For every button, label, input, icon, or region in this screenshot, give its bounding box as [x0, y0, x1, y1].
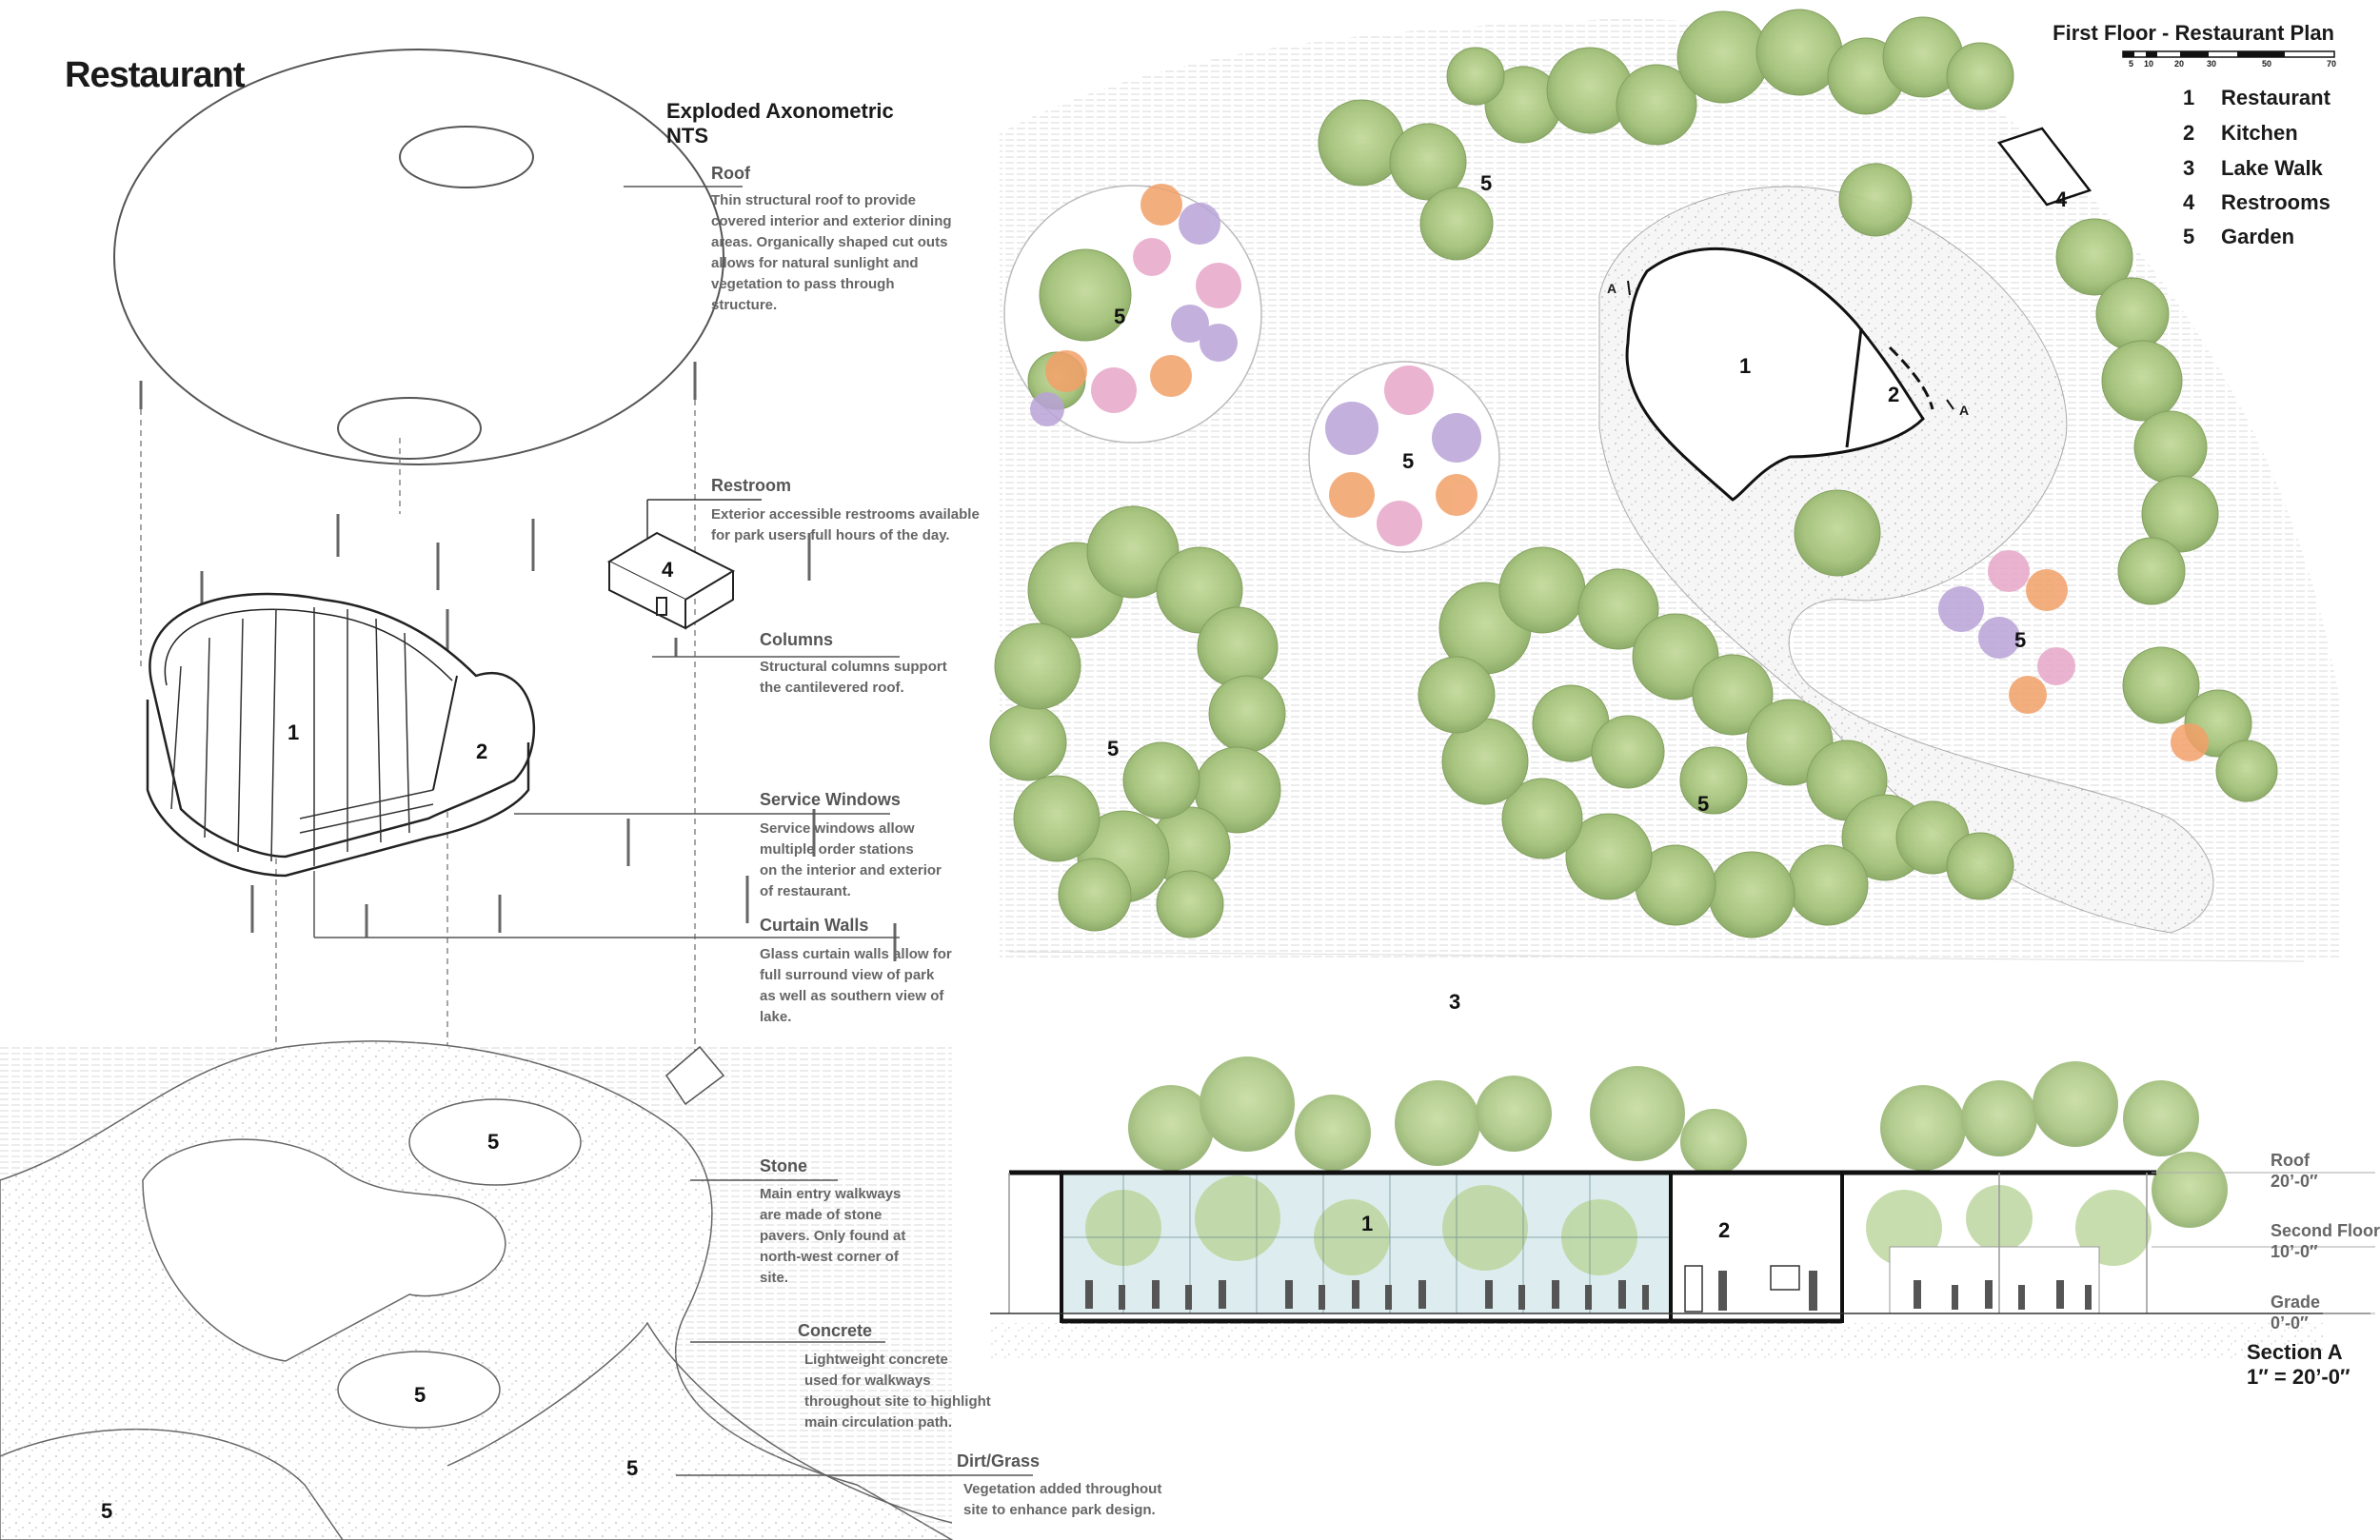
legend-label: Restaurant — [2221, 86, 2330, 109]
legend-num: 4 — [2183, 190, 2195, 214]
note-service-windows-title: Service Windows — [760, 790, 901, 809]
axonometric-subtitle: NTS — [666, 124, 708, 148]
level-second-floor: Second Floor 10’-0″ — [2271, 1220, 2380, 1262]
axo-label-kitchen: 2 — [476, 740, 488, 763]
level-elevation: 10’-0″ — [2271, 1242, 2318, 1261]
legend-item-restrooms: 4 Restrooms — [2183, 190, 2330, 215]
axo-label-restaurant: 1 — [288, 721, 300, 744]
section-title-block: Section A 1″ = 20’-0″ — [2247, 1340, 2350, 1390]
plan-trees — [989, 9, 2278, 938]
note-roof-body: Thin structural roof to provide covered … — [711, 192, 952, 313]
legend-item-kitchen: 2 Kitchen — [2183, 121, 2298, 146]
note-curtain-walls-body: Glass curtain walls allow for full surro… — [760, 946, 952, 1025]
restroom-building — [606, 531, 736, 630]
restroom-leader — [646, 499, 762, 538]
plan-label-garden-1: 5 — [1480, 171, 1493, 195]
legend-label: Restrooms — [2221, 190, 2330, 214]
scale-tick: 30 — [2207, 59, 2217, 69]
curtain-wall-mullions — [170, 607, 434, 866]
plan-label-garden-5: 5 — [1107, 737, 1120, 760]
section-title: Section A — [2247, 1340, 2343, 1364]
scale-tick: 5 — [2129, 59, 2134, 69]
plan-label-garden-4: 5 — [2014, 628, 2027, 652]
plan-label-restaurant: 1 — [1739, 354, 1752, 378]
plan-label-garden-3: 5 — [1402, 449, 1415, 473]
legend-label: Lake Walk — [2221, 156, 2323, 180]
legend-label: Kitchen — [2221, 121, 2298, 145]
section-cut-marker-left: A — [1607, 281, 1617, 296]
scale-bar-ticks: 5 10 20 30 50 70 — [2129, 59, 2348, 72]
level-roof: Roof 20’-0″ — [2271, 1150, 2318, 1192]
plan-flowers — [1030, 184, 2209, 761]
note-restroom-body: Exterior accessible restrooms available … — [711, 506, 980, 543]
level-elevation: 20’-0″ — [2271, 1172, 2318, 1191]
axo-label-garden-2: 5 — [414, 1383, 426, 1407]
level-name: Grade — [2271, 1293, 2321, 1312]
plan-title: First Floor - Restaurant Plan — [2053, 21, 2334, 45]
scale-tick: 10 — [2144, 59, 2154, 69]
note-restroom-title: Restroom — [711, 476, 792, 495]
level-elevation: 0’-0″ — [2271, 1313, 2309, 1333]
note-curtain-walls-title: Curtain Walls — [760, 916, 869, 935]
note-columns-body: Structural columns support the cantileve… — [760, 659, 947, 696]
plan-label-restrooms: 4 — [2055, 188, 2068, 211]
note-stone-title: Stone — [760, 1156, 808, 1175]
ground-plane — [0, 1040, 954, 1540]
note-stone-body: Main entry walkways are made of stone pa… — [760, 1186, 906, 1286]
page-title: Restaurant — [65, 55, 245, 95]
legend-item-garden: 5 Garden — [2183, 225, 2294, 249]
axo-label-restroom: 4 — [662, 558, 674, 582]
axo-label-garden-1: 5 — [487, 1130, 500, 1154]
note-leaders — [313, 186, 1033, 1476]
scale-tick: 70 — [2327, 59, 2337, 69]
scale-tick: 20 — [2174, 59, 2185, 69]
scale-tick: 50 — [2262, 59, 2272, 69]
scale-bar — [2122, 50, 2335, 58]
section-drawing — [990, 1056, 2375, 1361]
restaurant-building — [146, 592, 535, 878]
plan-label-garden-2: 5 — [1114, 305, 1126, 328]
axo-label-garden-3: 5 — [626, 1456, 639, 1480]
level-name: Second Floor — [2271, 1221, 2380, 1240]
plan-label-kitchen: 2 — [1888, 383, 1900, 406]
legend-num: 3 — [2183, 156, 2195, 180]
legend-item-lake-walk: 3 Lake Walk — [2183, 156, 2323, 181]
axo-label-garden-4: 5 — [101, 1499, 113, 1523]
axonometric-title-text: Exploded Axonometric — [666, 99, 894, 123]
legend-num: 1 — [2183, 86, 2195, 109]
legend-label: Garden — [2221, 225, 2295, 248]
section-label-restaurant: 1 — [1361, 1212, 1374, 1235]
legend-num: 5 — [2183, 225, 2195, 248]
note-dirt-grass-title: Dirt/Grass — [957, 1451, 1041, 1471]
legend-num: 2 — [2183, 121, 2195, 145]
note-concrete-title: Concrete — [798, 1321, 873, 1340]
note-columns-title: Columns — [760, 630, 834, 649]
axonometric-title: Exploded Axonometric NTS — [666, 99, 894, 148]
roof-drawing — [113, 49, 724, 465]
note-concrete-body: Lightweight concrete used for walkways t… — [804, 1352, 991, 1431]
note-dirt-grass-body: Vegetation added throughout site to enha… — [963, 1481, 1162, 1518]
note-service-windows-body: Service windows allow multiple order sta… — [760, 820, 942, 899]
section-cut-marker-right: A — [1959, 403, 1970, 418]
plan-label-lake-walk: 3 — [1449, 990, 1461, 1014]
plan-label-garden-6: 5 — [1697, 792, 1710, 816]
level-grade: Grade 0’-0″ — [2271, 1292, 2320, 1333]
note-roof-title: Roof — [711, 164, 750, 183]
section-label-kitchen: 2 — [1718, 1218, 1731, 1242]
level-name: Roof — [2271, 1151, 2310, 1170]
section-scale: 1″ = 20’-0″ — [2247, 1365, 2350, 1389]
legend-item-restaurant: 1 Restaurant — [2183, 86, 2330, 110]
